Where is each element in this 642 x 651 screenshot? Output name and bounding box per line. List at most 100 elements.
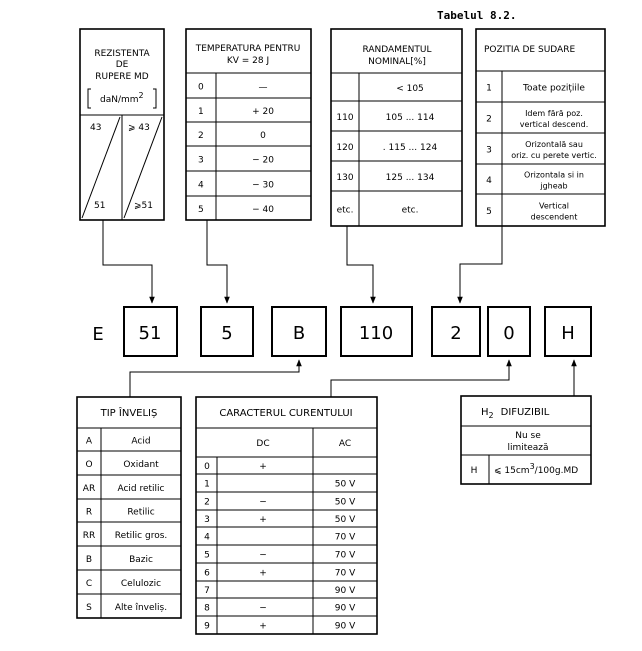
curent-dc-2: − [259, 498, 267, 508]
code-part-hydrogen: H [561, 323, 575, 344]
invelis-header: TIP ÎNVELIȘ [100, 406, 158, 419]
code-prefix: E [92, 324, 103, 345]
pozitia-desc-4-1: jgheab [539, 182, 567, 191]
top-connectors [102, 220, 503, 304]
temperatura-code-4: 4 [198, 181, 204, 191]
randament-value-3: 125 ... 134 [386, 173, 435, 183]
pozitia-desc-2-0: Idem fără poz. [525, 109, 583, 118]
invelis-code-AR: AR [83, 484, 95, 494]
curent-ac-1: 50 V [335, 480, 356, 490]
curent-code-3: 3 [204, 515, 210, 525]
hidrogen-row2-value: ⩽ 15cm3/100g.MD [494, 462, 578, 476]
curent-code-7: 7 [204, 586, 210, 596]
temperatura-code-0: 0 [198, 83, 204, 93]
curent-code-6: 6 [204, 569, 210, 579]
code-part-position: 2 [450, 323, 461, 344]
invelis-value-S: Alte înveliș. [115, 603, 167, 613]
curent-ac-2: 50 V [335, 498, 356, 508]
invelis-value-C: Celulozic [121, 579, 161, 589]
randament-value-4: etc. [402, 206, 419, 216]
hidrogen-row1-line2: limitează [507, 443, 548, 453]
temperatura-header-2: KV = 28 J [227, 56, 269, 66]
curent-code-8: 8 [204, 604, 210, 614]
curent-code-9: 9 [204, 622, 210, 632]
randament-code-3: 130 [336, 173, 353, 183]
table-title: Tabelul 8.2. [437, 9, 516, 22]
rezistenta-cell-ge51: ⩾51 [134, 201, 153, 211]
curent-code-2: 2 [204, 498, 210, 508]
pozitia-code-4: 4 [486, 176, 492, 186]
rezistenta-header-3: RUPERE MD [95, 72, 149, 82]
temperatura-code-5: 5 [198, 205, 204, 215]
curent-code-4: 4 [204, 533, 210, 543]
temperatura-value-0: — [259, 83, 268, 93]
temperatura-header-1: TEMPERATURA PENTRU [195, 44, 301, 54]
curent-dc-5: − [259, 551, 267, 561]
invelis-value-AR: Acid retilic [117, 484, 164, 494]
curent-ac-7: 90 V [335, 586, 356, 596]
curent-code-0: 0 [204, 462, 210, 472]
invelis-value-O: Oxidant [123, 460, 159, 470]
pozitia-code-3: 3 [486, 146, 492, 156]
curent-ac-5: 70 V [335, 551, 356, 561]
randament-code-2: 120 [336, 143, 353, 153]
curent-dc-3: + [259, 515, 267, 525]
curent-ac-8: 90 V [335, 604, 356, 614]
rezistenta-header-2: DE [116, 60, 129, 70]
curent-ac-4: 70 V [335, 533, 356, 543]
invelis-code-RR: RR [83, 531, 96, 541]
curent-col-ac: AC [339, 439, 351, 449]
pozitia-desc-3-1: oriz. cu perete vertic. [511, 151, 597, 160]
temperatura-code-1: 1 [198, 107, 204, 117]
curent-ac-3: 50 V [335, 515, 356, 525]
curent-ac-9: 90 V [335, 622, 356, 632]
rezistenta-cell-51: 51 [94, 201, 105, 211]
invelis-code-R: R [86, 508, 92, 518]
invelis-value-A: Acid [131, 437, 150, 447]
hidrogen-row2-code: H [471, 466, 478, 476]
curent-code-5: 5 [204, 551, 210, 561]
designation-code: E 51 5 B 110 2 0 H [92, 306, 592, 357]
rezistenta-cell-43: 43 [90, 123, 101, 133]
pozitia-header: POZITIA DE SUDARE [484, 45, 575, 55]
pozitia-code-5: 5 [486, 207, 492, 217]
invelis-code-O: O [85, 460, 92, 470]
code-part-coating: B [293, 323, 305, 344]
invelis-code-B: B [86, 555, 92, 565]
code-part-current: 0 [503, 323, 514, 344]
randament-header-2: NOMINAL[%] [368, 57, 426, 67]
temperatura-code-3: 3 [198, 156, 204, 166]
temperatura-value-4: − 30 [252, 181, 274, 191]
hidrogen-row1-line1: Nu se [515, 431, 541, 441]
invelis-value-R: Retilic [127, 508, 154, 518]
curent-ac-6: 70 V [335, 569, 356, 579]
curent-code-1: 1 [204, 480, 210, 490]
curent-dc-8: − [259, 604, 267, 614]
pozitia-desc-4-0: Orizontala si in [524, 171, 584, 180]
invelis-code-A: A [86, 437, 93, 447]
randament-code-1: 110 [336, 113, 353, 123]
curent-dc-6: + [259, 569, 267, 579]
randament-value-0: < 105 [396, 84, 424, 94]
temperatura-value-2: 0 [260, 131, 266, 141]
pozitia-desc-2-1: vertical descend. [520, 120, 589, 129]
randament-value-1: 105 ... 114 [386, 113, 435, 123]
bottom-connectors [129, 359, 577, 397]
invelis-code-C: C [86, 579, 92, 589]
randament-table: RANDAMENTUL NOMINAL[%] < 105 110 105 ... 1… [330, 28, 463, 227]
curent-dc-0: + [259, 462, 267, 472]
pozitia-code-2: 2 [486, 115, 492, 125]
code-part-temperature: 5 [221, 323, 232, 344]
pozitia-desc-5-0: Vertical [539, 202, 569, 211]
invelis-code-S: S [86, 603, 92, 613]
randament-code-4: etc. [337, 206, 354, 216]
randament-header-1: RANDAMENTUL [363, 45, 432, 55]
rezistenta-unit: daN/mm2 [100, 91, 144, 105]
curent-col-dc: DC [256, 439, 269, 449]
curent-dc-9: + [259, 622, 267, 632]
